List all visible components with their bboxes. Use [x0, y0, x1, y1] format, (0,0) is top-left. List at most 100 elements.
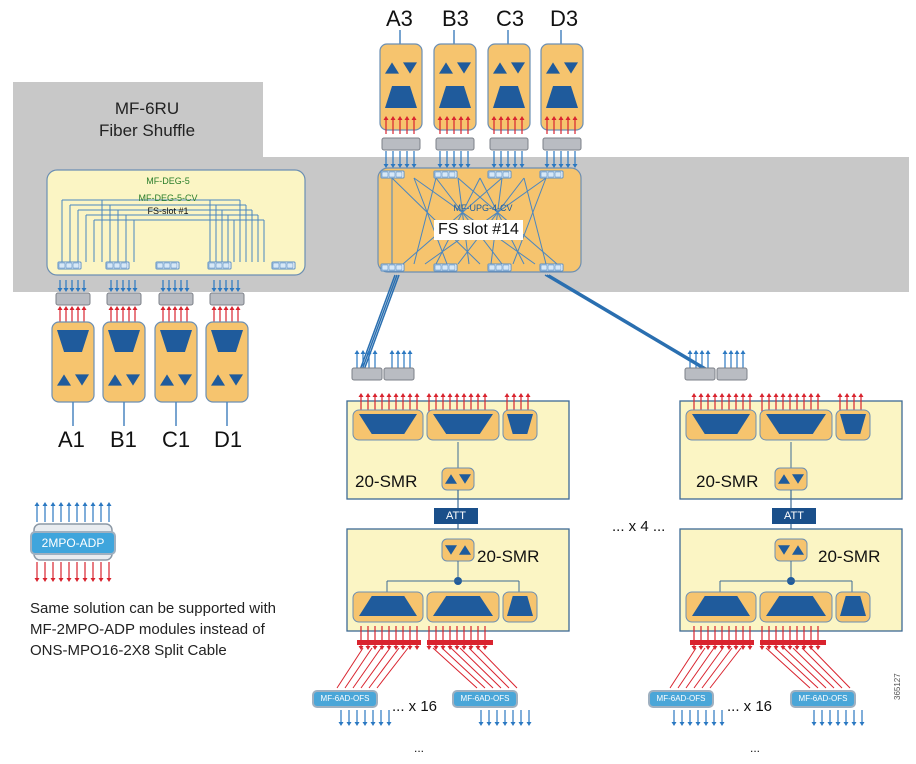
smr-label-right-lower: 20-SMR	[818, 547, 881, 566]
deg-port-5-cell	[272, 262, 280, 269]
upg-port-bot-3-cell	[495, 264, 503, 271]
upg-fiber	[523, 177, 547, 265]
smr-fan1-left	[352, 647, 382, 689]
top-card-tri-down-2	[511, 62, 525, 74]
bot-red-arrow-head	[184, 306, 190, 310]
bot-red-arrow-head	[160, 306, 166, 310]
ofs-module-3: MF-6AD-OFS	[648, 690, 714, 708]
ofs-out-right-head	[671, 722, 677, 726]
smr-upper-trap2-right	[766, 414, 826, 434]
smr-lower-red2-left-head	[447, 646, 453, 650]
top-red-arrow-head	[498, 116, 504, 120]
bot-blue-arrow-head	[223, 288, 229, 292]
bot-card-trap-2	[160, 330, 192, 352]
upg-module-slot: FS slot #14	[434, 220, 523, 240]
smr-fan2-right	[801, 647, 843, 689]
top-label-b3: B3	[442, 6, 469, 31]
top-conn-3	[542, 137, 582, 151]
smr-label-right-upper: 20-SMR	[696, 472, 759, 491]
bot-conn-3	[209, 292, 245, 306]
bot-red-arrow-head	[229, 306, 235, 310]
upg-port-top-4-cell	[554, 171, 562, 178]
top-card-tri-up-0	[385, 62, 399, 74]
smr-upper-red3-right-head	[844, 393, 850, 397]
deg-module-name2: MF-DEG-5-CV	[138, 193, 198, 203]
deg-module-name1: MF-DEG-5	[146, 176, 190, 186]
adp-red-arrow-head	[98, 578, 104, 582]
smr-lower-red-right-head	[691, 646, 697, 650]
top-red-arrow-head	[551, 116, 557, 120]
smr-upper-red-left-head	[393, 393, 399, 397]
top-blue-arrow-head	[572, 164, 578, 168]
adp-blue-arrow-head	[82, 502, 88, 506]
ofs-out2-left-head	[526, 722, 532, 726]
smr-lower-red-right-head	[740, 646, 746, 650]
smr-conn2-right	[716, 367, 748, 381]
deg-port-2-cell	[113, 262, 121, 269]
deg-port-2-cell	[106, 262, 114, 269]
repeat-x4-label: ... x 4 ...	[612, 518, 666, 535]
ofs-out-left-head	[362, 722, 368, 726]
ofs-out2-right-head	[827, 722, 833, 726]
smr-lower-trap2-left	[433, 596, 493, 616]
smr-lower-red2-left-head	[482, 646, 488, 650]
upg-port-top-3-cell	[502, 171, 510, 178]
smr-label-left-upper: 20-SMR	[355, 472, 418, 491]
ofs-module-1: MF-6AD-OFS	[312, 690, 378, 708]
cable-right	[548, 274, 710, 371]
smr-lower-trap2-right	[766, 596, 826, 616]
bot-card-tri-down-1	[126, 374, 140, 386]
adp-red-arrow-head	[74, 578, 80, 582]
bot-blue-arrow-head	[211, 288, 217, 292]
upg-port-top-3-cell	[488, 171, 496, 178]
smr-lower-red-right-head	[726, 646, 732, 650]
ellipsis-right: ...	[750, 741, 761, 755]
top-conn-0	[381, 137, 421, 151]
upg-port-bot-3-cell	[488, 264, 496, 271]
smr-in-arrow-right-head	[693, 350, 699, 354]
bot-card-trap-0	[57, 330, 89, 352]
smr-upper-red2-right-head	[773, 393, 779, 397]
top-red-arrow-head	[519, 116, 525, 120]
top-blue-arrow-head	[437, 164, 443, 168]
smr-lower-red2-right-head	[773, 646, 779, 650]
smr-upper-red2-right-head	[766, 393, 772, 397]
smr-fan2-right	[810, 647, 851, 689]
ofs-out-right-head	[719, 722, 725, 726]
smr-in-arrow2-left-head	[407, 350, 413, 354]
adp-red-arrow-head	[106, 578, 112, 582]
smr-fan1-right	[709, 647, 742, 689]
smr-conn2-left	[383, 367, 415, 381]
smr-fan1-left	[336, 647, 364, 689]
smr-fan2-right	[792, 647, 835, 689]
bot-blue-arrow-head	[114, 288, 120, 292]
ofs-out-right-head	[711, 722, 717, 726]
upg-port-bot-3-cell	[502, 264, 510, 271]
smr-lower-red-right-head	[733, 646, 739, 650]
smr-lower-trap1-left	[359, 596, 417, 616]
top-blue-arrow-head	[551, 164, 557, 168]
smr-upper-red3-left-head	[518, 393, 524, 397]
ofs-out2-right-head	[851, 722, 857, 726]
att-box-right: ATT	[772, 508, 816, 524]
smr-in-arrow-left-head	[360, 350, 366, 354]
smr-upper-red-right-head	[712, 393, 718, 397]
smr-upper-trap3-left	[507, 414, 533, 434]
top-red-arrow-head	[411, 116, 417, 120]
smr-fan1-right	[677, 647, 706, 689]
smr-lower-red2-left-head	[426, 646, 432, 650]
bot-card-tri-up-1	[108, 374, 122, 386]
smr-upper-red3-right-head	[858, 393, 864, 397]
bot-red-arrow-head	[166, 306, 172, 310]
smr-fan1-right	[701, 647, 733, 689]
bot-blue-arrow-head	[229, 288, 235, 292]
bot-card-trap-3	[211, 330, 243, 352]
top-card-tri-down-1	[457, 62, 471, 74]
smr-upper-red2-left-head	[482, 393, 488, 397]
smr-fan2-left	[468, 647, 510, 689]
bot-card-tri-down-0	[75, 374, 89, 386]
smr-upper-red-left-head	[414, 393, 420, 397]
bot-red-arrow-head	[114, 306, 120, 310]
bot-red-arrow-head	[126, 306, 132, 310]
